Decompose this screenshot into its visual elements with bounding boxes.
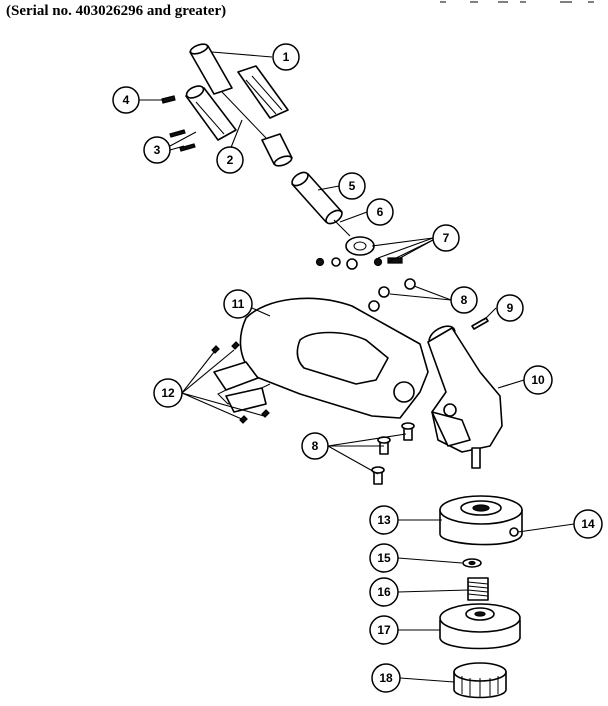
diagram-caption: (Serial no. 403026296 and greater) <box>6 3 227 19</box>
lower-shaft-tube <box>291 171 343 225</box>
spool <box>439 603 521 650</box>
drive-cable <box>333 219 351 237</box>
callout-14: 14 <box>573 509 603 539</box>
leader-lines <box>133 51 575 683</box>
callout-18: 18 <box>371 663 401 693</box>
callout-12: 12 <box>153 378 183 408</box>
callout-5: 5 <box>338 172 366 200</box>
callout-6: 6 <box>366 198 394 226</box>
callout-16: 16 <box>369 577 399 607</box>
svg-text:3: 3 <box>154 143 161 157</box>
svg-text:11: 11 <box>232 297 245 311</box>
shaft-clamp-halves <box>237 65 289 119</box>
callout-11: 11 <box>223 289 253 319</box>
svg-text:6: 6 <box>377 205 384 219</box>
callout-2: 2 <box>216 146 244 174</box>
svg-text:15: 15 <box>377 551 391 565</box>
callout-3: 3 <box>143 136 171 164</box>
upper-shaft-tube <box>189 43 293 167</box>
svg-text:2: 2 <box>227 153 234 167</box>
callout-8-lower: 8 <box>301 432 329 460</box>
svg-text:18: 18 <box>379 671 393 685</box>
svg-text:16: 16 <box>377 585 391 599</box>
coupler-housing <box>185 85 237 141</box>
line-eyelet <box>509 527 519 537</box>
svg-text:1: 1 <box>283 50 290 64</box>
callout-9: 9 <box>496 294 524 322</box>
washer <box>462 558 482 568</box>
guard-nuts <box>368 278 416 312</box>
callout-15: 15 <box>369 543 399 573</box>
grass-guard <box>213 297 429 419</box>
callout-7: 7 <box>432 224 460 252</box>
callout-13: 13 <box>369 505 399 535</box>
callout-10: 10 <box>523 365 553 395</box>
gearhead <box>427 325 503 469</box>
callout-4: 4 <box>112 86 140 114</box>
svg-text:14: 14 <box>581 517 595 531</box>
cable-connector-hardware <box>315 236 403 270</box>
svg-text:12: 12 <box>161 386 175 400</box>
svg-text:7: 7 <box>443 231 450 245</box>
callout-8-upper: 8 <box>450 286 478 314</box>
svg-text:8: 8 <box>312 439 319 453</box>
callout-1: 1 <box>272 43 300 71</box>
svg-text:5: 5 <box>349 179 356 193</box>
guard-bolts <box>371 422 415 485</box>
bump-knob <box>453 662 507 699</box>
spring <box>467 577 489 601</box>
callout-17: 17 <box>369 615 399 645</box>
svg-text:17: 17 <box>377 623 391 637</box>
svg-text:4: 4 <box>123 93 130 107</box>
retaining-pin <box>471 317 489 330</box>
svg-text:8: 8 <box>461 293 468 307</box>
svg-text:9: 9 <box>507 301 514 315</box>
spool-housing <box>439 495 523 546</box>
svg-text:10: 10 <box>531 373 545 387</box>
clamp-screws <box>161 95 196 152</box>
svg-text:13: 13 <box>377 513 391 527</box>
